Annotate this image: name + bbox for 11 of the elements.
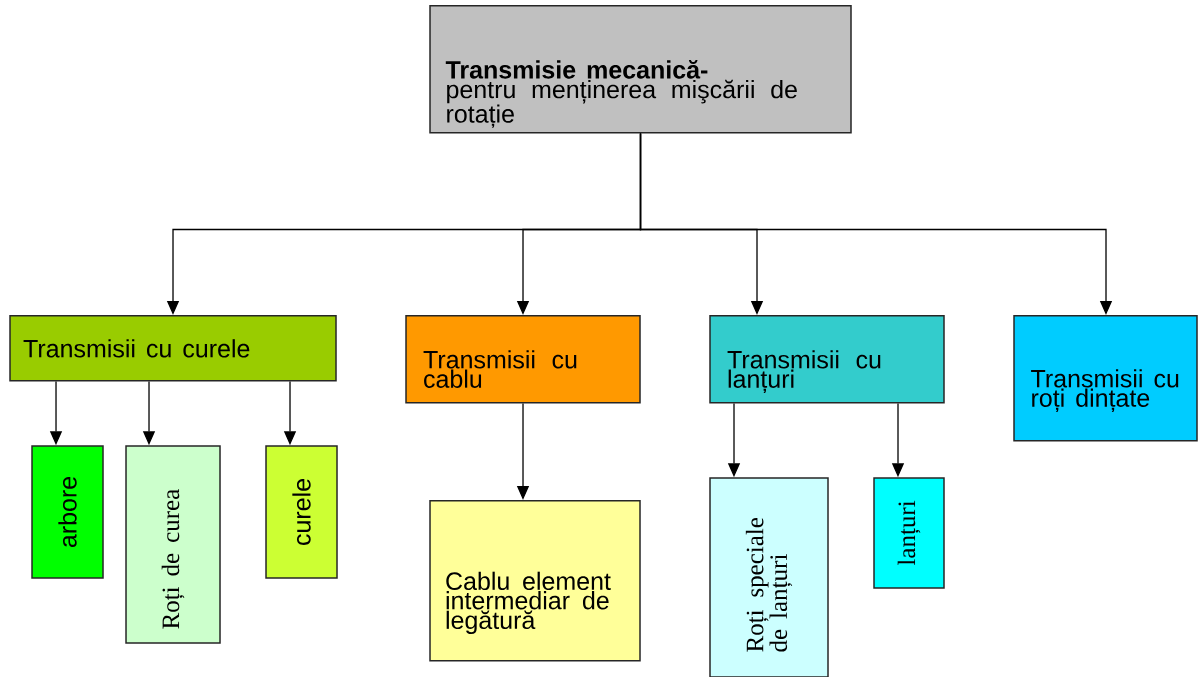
- category-box: Transmisii cu curele: [9, 315, 337, 382]
- category-box: Transmisii cu lanțuri: [709, 315, 945, 404]
- category-box: Transmisii cu roți dințate: [1013, 315, 1198, 442]
- component-box: lanțuri: [873, 477, 945, 589]
- component-box: Roți speciale de lanțuri: [709, 477, 829, 677]
- component-box: Roți de curea: [125, 445, 221, 644]
- category-box: Transmisii cu cablu: [405, 315, 641, 404]
- title-box: Transmisie mecanică- pentru menținerea mişcării de rotație: [429, 5, 852, 134]
- component-box: arbore: [31, 445, 104, 579]
- component-box: curele: [265, 445, 338, 579]
- component-box: Cablu element intermediar de legătură: [429, 500, 641, 662]
